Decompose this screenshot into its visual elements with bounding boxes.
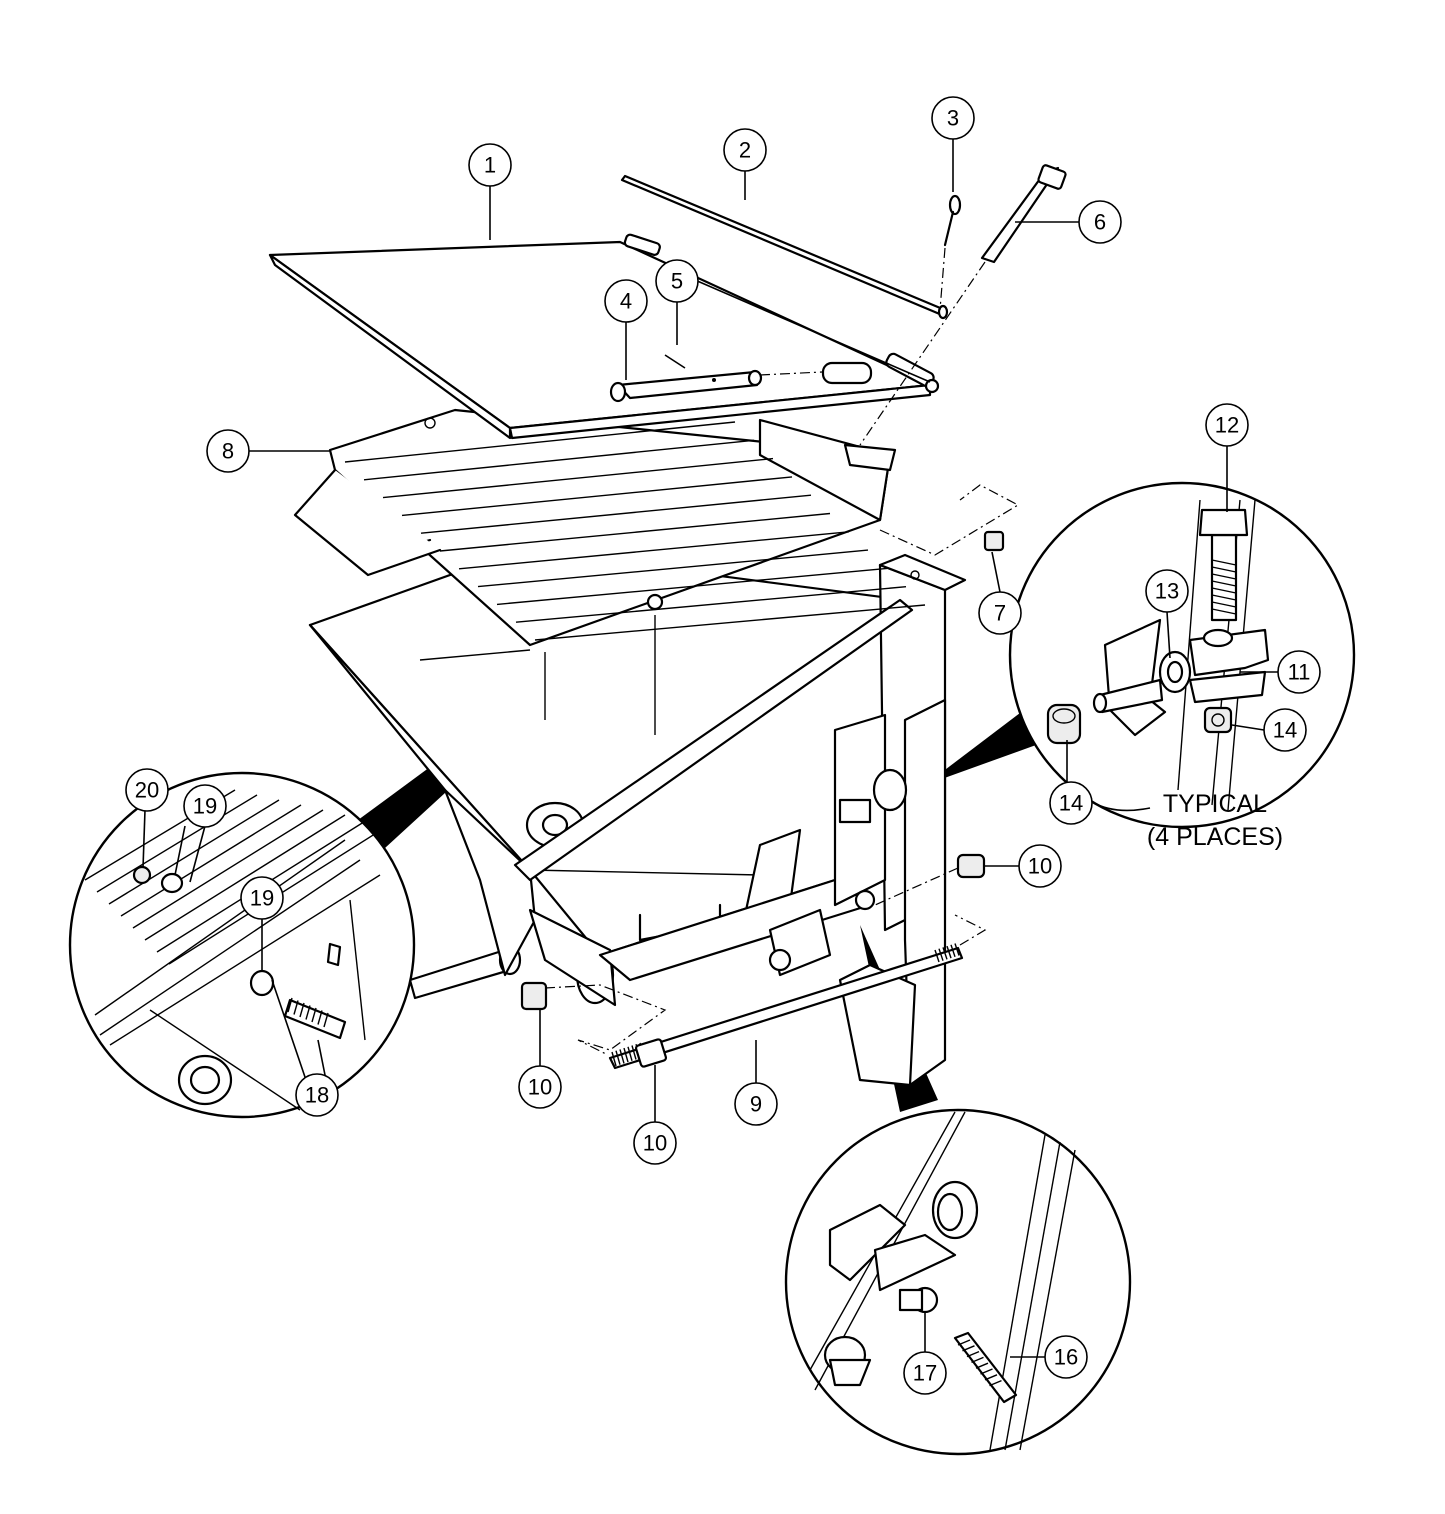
callout-label: 14 bbox=[1059, 791, 1083, 816]
callout-label: 10 bbox=[528, 1075, 552, 1100]
callout-5: 5 bbox=[655, 259, 699, 303]
alignment-line bbox=[874, 867, 959, 906]
callout-14-a: 14 bbox=[1263, 708, 1307, 752]
note-line-2: (4 PLACES) bbox=[1147, 823, 1283, 851]
alignment-line bbox=[544, 984, 667, 1056]
callout-2: 2 bbox=[723, 128, 767, 172]
callout-18: 18 bbox=[295, 1073, 339, 1117]
callout-label: 13 bbox=[1155, 579, 1179, 604]
nut-7 bbox=[983, 530, 1005, 552]
callout-17: 17 bbox=[903, 1351, 947, 1395]
callout-7: 7 bbox=[978, 591, 1022, 635]
callout-19-b: 19 bbox=[240, 876, 284, 920]
cotter-pin bbox=[664, 354, 686, 369]
threaded-rod bbox=[608, 943, 964, 1070]
callout-14-b: 14 bbox=[1049, 781, 1093, 825]
callout-3: 3 bbox=[931, 96, 975, 140]
callout-label: 14 bbox=[1273, 718, 1297, 743]
callout-label: 18 bbox=[305, 1083, 329, 1108]
callout-10-c: 10 bbox=[633, 1121, 677, 1165]
callout-label: 4 bbox=[620, 289, 632, 314]
detail-wedge bbox=[784, 1108, 1132, 1456]
callout-6: 6 bbox=[1078, 200, 1122, 244]
callout-8: 8 bbox=[206, 429, 250, 473]
callout-9: 9 bbox=[734, 1082, 778, 1126]
callout-11: 11 bbox=[1277, 650, 1321, 694]
callout-label: 17 bbox=[913, 1361, 937, 1386]
detail-pointer-right bbox=[925, 713, 1036, 785]
callout-20: 20 bbox=[125, 768, 169, 812]
alignment-line bbox=[939, 247, 946, 311]
vertical-post bbox=[833, 553, 967, 1087]
alignment-line bbox=[879, 484, 1020, 556]
callout-label: 8 bbox=[222, 439, 234, 464]
callout-13: 13 bbox=[1145, 569, 1189, 613]
lid bbox=[268, 233, 940, 440]
callout-label: 9 bbox=[750, 1092, 762, 1117]
callout-label: 10 bbox=[1028, 854, 1052, 879]
callout-1: 1 bbox=[468, 143, 512, 187]
callout-label: 19 bbox=[250, 886, 274, 911]
main-assembly bbox=[268, 164, 1067, 1087]
callout-19-a: 19 bbox=[183, 784, 227, 828]
note-line-1: TYPICAL bbox=[1163, 790, 1267, 818]
hopper-body bbox=[308, 548, 907, 1007]
callout-label: 6 bbox=[1094, 210, 1106, 235]
clevis-pin bbox=[943, 194, 962, 247]
callout-16: 16 bbox=[1044, 1335, 1088, 1379]
callout-label: 19 bbox=[193, 794, 217, 819]
callout-10-b: 10 bbox=[518, 1065, 562, 1109]
leader-lines bbox=[142, 139, 1278, 1358]
grate bbox=[293, 408, 926, 647]
alignment-line bbox=[859, 261, 986, 446]
callout-label: 7 bbox=[994, 601, 1006, 626]
callout-label: 20 bbox=[135, 778, 159, 803]
diagonal-brace bbox=[513, 598, 914, 882]
bolt-6 bbox=[980, 164, 1067, 264]
callout-label: 1 bbox=[484, 153, 496, 178]
alignment-line bbox=[954, 914, 987, 946]
rod bbox=[620, 174, 949, 320]
callout-label: 10 bbox=[643, 1131, 667, 1156]
callout-label: 5 bbox=[671, 269, 683, 294]
callout-label: 12 bbox=[1215, 413, 1239, 438]
callout-10-a: 10 bbox=[1018, 844, 1062, 888]
callout-label: 11 bbox=[1288, 660, 1311, 685]
handle-pin bbox=[609, 369, 763, 403]
callout-12: 12 bbox=[1205, 403, 1249, 447]
nut-10-a bbox=[520, 981, 548, 1011]
nut-10-b bbox=[956, 853, 986, 879]
callout-4: 4 bbox=[604, 279, 648, 323]
detail-grate-mount bbox=[68, 771, 416, 1119]
callout-label: 3 bbox=[947, 106, 959, 131]
callout-label: 16 bbox=[1054, 1345, 1078, 1370]
callout-label: 2 bbox=[739, 138, 751, 163]
